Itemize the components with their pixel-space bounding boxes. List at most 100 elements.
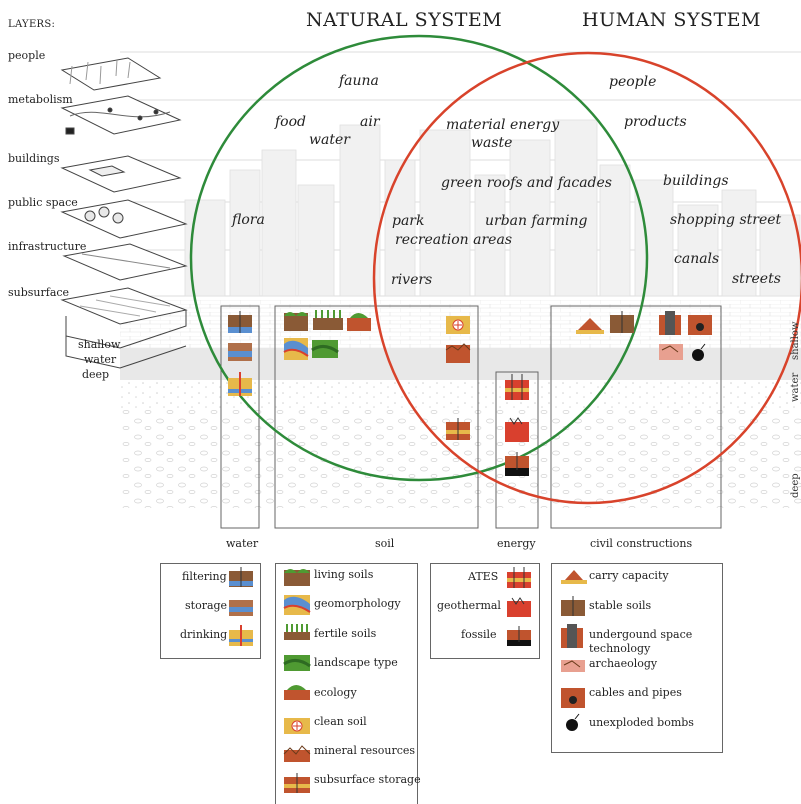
icon-ecology (347, 313, 371, 331)
icon-ates (505, 374, 529, 400)
legend-storage: storage (185, 599, 228, 612)
icon-stable-soils (610, 311, 634, 333)
legend-icon-filtering (229, 567, 253, 587)
legend-icon-landscape-type (283, 655, 311, 671)
city-silhouette (184, 119, 801, 297)
term-canals: canals (674, 251, 720, 267)
category-civil-constructions: civil constructions (590, 537, 693, 550)
legend-icon-stable-soils (561, 596, 585, 616)
term-products: products (624, 114, 687, 130)
icon-clean-soil (446, 316, 470, 334)
depth-label-shallow: shallow (78, 338, 121, 351)
layer-label-buildings: buildings (8, 152, 60, 165)
legend-mineral-resources: mineral resources (314, 744, 416, 757)
legend-ates: ATES (468, 570, 499, 583)
legend-undergound-space: undergound space (589, 628, 693, 641)
icon-mineral-resources (445, 343, 471, 363)
term-material-energy: material energy (446, 117, 560, 133)
human-system-circle (372, 51, 801, 505)
legend-unexploded-bombs: unexploded bombs (589, 716, 694, 729)
legend-icon-drinking (229, 625, 253, 646)
legend-icon-archaeology (561, 660, 585, 672)
term-recreation-areas: recreation areas (395, 232, 512, 248)
term-buildings: buildings (663, 173, 729, 189)
term-waste: waste (471, 135, 513, 151)
legend-icon-mineral-resources (283, 745, 311, 762)
term-fauna: fauna (339, 73, 379, 89)
term-streets: streets (732, 271, 781, 287)
legend-icon-geomorphology (283, 595, 311, 615)
legend-drinking: drinking (180, 628, 228, 641)
category-soil: soil (375, 537, 395, 550)
icon-carry-capacity (576, 318, 604, 334)
natural-system-title: NATURAL SYSTEM (306, 9, 503, 31)
legend-ecology: ecology (314, 686, 357, 699)
depth-label-deep: deep (82, 368, 110, 381)
term-water: water (309, 132, 350, 148)
legend-icon-cables-pipes (561, 688, 585, 708)
term-rivers: rivers (391, 272, 433, 288)
natural-system-circle (189, 34, 649, 482)
icon-underground-space (659, 311, 681, 335)
legend-icon-living-soils (284, 569, 310, 586)
legend-icon-unexploded-bomb (566, 713, 580, 731)
legend-filtering: filtering (182, 570, 227, 583)
layer-label-infrastructure: infrastructure (8, 240, 87, 253)
legend-clean-soil: clean soil (314, 715, 367, 728)
layer-label-subsurface: subsurface (8, 286, 70, 299)
legend-icon-fertile-soils (284, 624, 310, 640)
icon-cables-pipes (688, 315, 712, 335)
icon-subsurface-storage (446, 418, 470, 440)
icon-drinking (228, 372, 252, 396)
term-shopping-street: shopping street (670, 212, 782, 228)
legend-cables-and-pipes: cables and pipes (589, 686, 682, 699)
legend-icon-geothermal (507, 597, 531, 617)
legend-icon-carry-capacity (561, 570, 587, 584)
legend-icon-subsurface-storage (284, 773, 310, 793)
legend-icon-storage (229, 600, 253, 616)
term-park: park (392, 213, 425, 229)
icon-fertile-soils (313, 310, 343, 330)
legend-fertile-soils: fertile soils (314, 627, 377, 640)
legend-archaeology: archaeology (589, 657, 658, 670)
icon-living-soils (284, 312, 308, 331)
icon-storage (228, 343, 252, 361)
layer-stack (60, 57, 188, 369)
civil-box (550, 305, 722, 529)
icon-fossile (505, 452, 529, 476)
human-system-title: HUMAN SYSTEM (582, 9, 761, 31)
depth-label-water: water (84, 353, 117, 366)
legend-geothermal: geothermal (437, 599, 501, 612)
legend-geomorphology: geomorphology (314, 597, 401, 610)
term-air: air (360, 114, 380, 130)
legend-stable-soils: stable soils (589, 599, 652, 612)
legend-icon-fossile (507, 626, 531, 646)
term-people: people (609, 74, 657, 90)
legend-icon-ates (507, 567, 531, 588)
category-energy: energy (497, 537, 536, 550)
legend-subsurface-storage: subsurface storage (314, 773, 421, 786)
legend-technology: technology (589, 642, 651, 655)
icon-filtering (228, 311, 252, 333)
legend-landscape-type: landscape type (314, 656, 398, 669)
layers-title: LAYERS: (8, 19, 56, 30)
legend-living-soils: living soils (314, 568, 374, 581)
layer-label-public-space: public space (8, 196, 78, 209)
layer-label-metabolism: metabolism (8, 93, 73, 106)
term-urban-farming: urban farming (485, 213, 588, 229)
layer-label-people: people (8, 49, 46, 62)
icon-geothermal (505, 417, 529, 442)
term-flora: flora (232, 212, 265, 228)
legend-icon-underground-space (561, 624, 583, 648)
category-water: water (226, 537, 259, 550)
legend-civil-box (551, 563, 723, 753)
icon-unexploded-bomb (692, 343, 706, 361)
energy-box (495, 371, 539, 529)
legend-fossile: fossile (461, 628, 497, 641)
icon-archaeology (659, 344, 683, 360)
term-food: food (275, 114, 307, 130)
icon-landscape-type (311, 340, 339, 358)
